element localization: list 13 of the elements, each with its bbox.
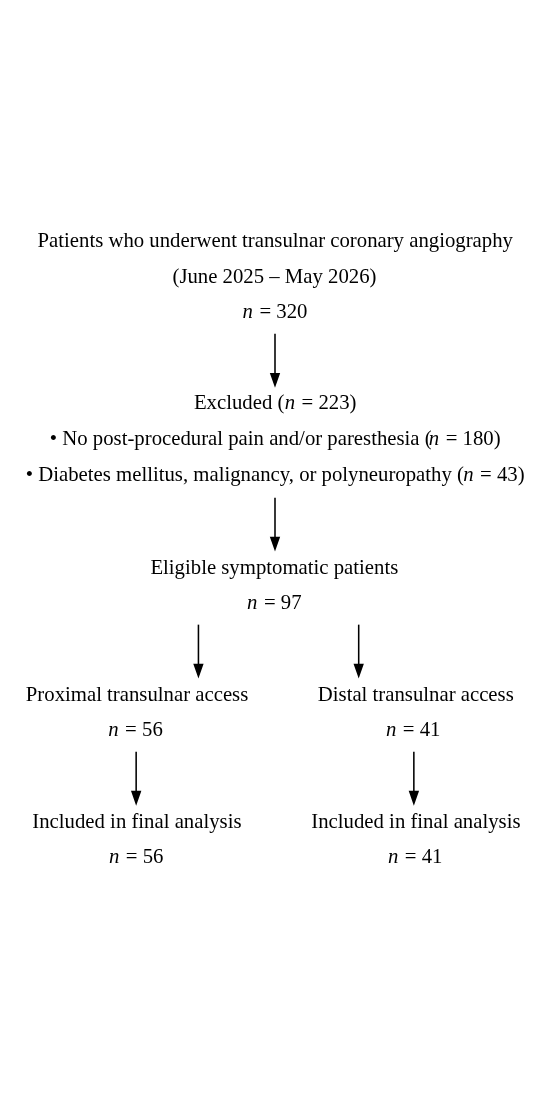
node-text: Included in final analysis n = 41 — [311, 809, 521, 867]
arrow — [269, 496, 281, 552]
arrow — [353, 623, 364, 679]
arrow — [193, 623, 204, 679]
arrow — [269, 333, 281, 388]
arrow — [130, 751, 142, 806]
node-text: Excluded (n = 223) • No post-procedural pain and/or paresthesia (n = 180) • Diabetes mellitus, malignancy, or polyneuropathy (n = 43) — [25, 390, 525, 486]
node-text: Eligible symptomatic patients n = 97 — [150, 555, 399, 613]
node-text: Included in final analysis n = 56 — [32, 809, 242, 867]
node-text: Distal transulnar access n = 41 — [317, 682, 514, 740]
node-text: Proximal transulnar access n = 56 — [25, 682, 249, 740]
arrow — [408, 751, 420, 806]
node-text: Patients who underwent transulnar coronary angiography (June 2025 – May 2026) n = 320 — [37, 228, 513, 322]
